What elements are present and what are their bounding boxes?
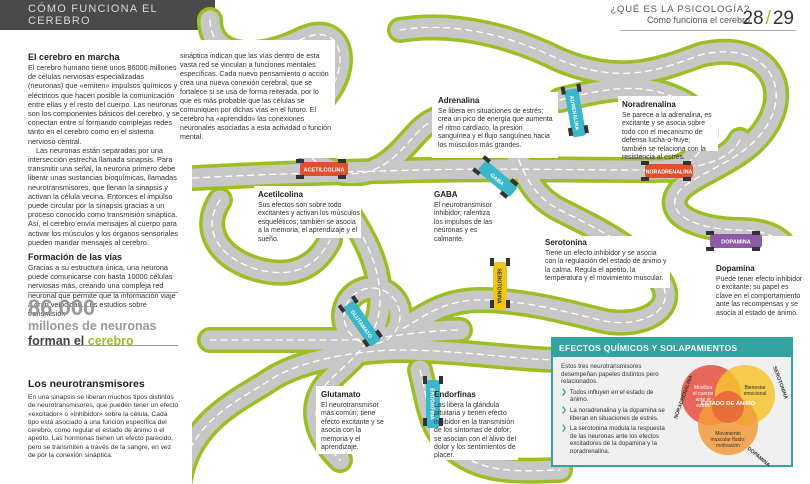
nt-name: Dopamina xyxy=(716,264,755,273)
venn-center-label: ESTADO DE ÁNIMO xyxy=(701,400,756,407)
nt-text: El neurotransmisor más común; tiene efec… xyxy=(321,402,384,452)
nt-noradrenalina: Noradrenalina Se parece a la adrenalina,… xyxy=(622,100,714,162)
paragraph-neurotransmisores: En una sinapsis se liberan muchos tipos … xyxy=(28,394,179,460)
chevron-right-icon: ❯ xyxy=(561,406,567,414)
neurotransmitters-section: Los neurotransmisores En una sinapsis se… xyxy=(28,378,180,460)
car-noradrenalina: NORADRENALINA xyxy=(641,161,693,181)
nt-text: Tiene un efecto inhibidor y se asocia co… xyxy=(545,250,667,283)
big-number-line1: millones de neuronas xyxy=(28,319,157,333)
effects-box: EFECTOS QUÍMICOS Y SOLAPAMIENTOS Estos t… xyxy=(551,337,793,467)
paragraph-sinapsis: Las neuronas están separadas por una int… xyxy=(28,145,179,247)
big-number: 86 000 xyxy=(28,295,96,320)
paragraph-vias: Gracias a su estructura única, una neuro… xyxy=(28,263,176,319)
nt-serotonina: Serotonina Tiene un efecto inhibidor y s… xyxy=(545,238,667,284)
car-acetilcolina: ACETILCOLINA xyxy=(296,159,348,179)
page-separator: / xyxy=(765,8,771,29)
car-label: ACETILCOLINA xyxy=(304,168,345,174)
effects-item: ❯Todos influyen en el estado de ánimo. xyxy=(561,388,654,404)
section-title: CÓMO FUNCIONA EL CEREBRO xyxy=(28,3,158,27)
nt-dopamina: Dopamina Puede tener efecto inhibidor o … xyxy=(716,264,806,318)
nt-name: Noradrenalina xyxy=(622,100,676,109)
divider-bottom xyxy=(28,345,178,346)
page-right: 29 xyxy=(772,8,794,29)
paragraph-sinaptica: sináptica indican que las vías dentro de… xyxy=(180,52,332,141)
nt-name: Acetilcolina xyxy=(258,190,303,199)
car-label: DOPAMINA xyxy=(721,240,751,246)
effects-item: ❯La serotonina modula la respuesta de la… xyxy=(561,425,665,455)
effects-box-list: Estos tres neurotransmisores desempeñan … xyxy=(561,363,665,456)
section-header: CÓMO FUNCIONA EL CEREBRO xyxy=(0,0,215,30)
chapter-title: ¿QUÉ ES LA PSICOLOGÍA? xyxy=(610,4,750,15)
nt-glutamato: Glutamato El neurotransmisor más común; … xyxy=(321,390,385,452)
car-label: ENDORFINA xyxy=(429,388,435,420)
chevron-right-icon: ❯ xyxy=(561,388,567,396)
nt-text: Las libera la glándula pituitaria y tien… xyxy=(434,402,516,460)
nt-text: El neurotransmisor inhibidor; ralentiza … xyxy=(434,202,493,243)
nt-name: Glutamato xyxy=(321,390,361,399)
car-dopamina: DOPAMINA xyxy=(706,231,762,251)
nt-name: Adrenalina xyxy=(438,96,480,105)
nt-text: Se libera en situaciones de estrés; crea… xyxy=(438,108,553,149)
middle-column: sináptica indican que las vías dentro de… xyxy=(180,52,332,142)
nt-name: Endorfinas xyxy=(434,390,476,399)
nt-name: Serotonina xyxy=(545,238,587,247)
nt-name: GABA xyxy=(434,190,458,199)
text-backdrops xyxy=(0,32,810,484)
nt-acetilcolina: Acetilcolina Sus efectos son sobre todo … xyxy=(258,190,360,244)
nt-text: Se parece a la adrenalina, es excitante … xyxy=(622,112,712,162)
nt-text: Puede tener efecto inhibidor o excitante… xyxy=(716,276,803,317)
chevron-right-icon: ❯ xyxy=(561,425,567,433)
effects-box-title: EFECTOS QUÍMICOS Y SOLAPAMIENTOS xyxy=(553,339,791,357)
big-number-line2: forman el cerebro xyxy=(28,334,134,348)
nt-gaba: GABA El neurotransmisor inhibidor; ralen… xyxy=(434,190,494,244)
paragraph-intro: El cerebro humano tiene unos 86000 millo… xyxy=(28,63,180,146)
effects-intro: Estos tres neurotransmisores desempeñan … xyxy=(561,363,659,386)
heading-formacion-vias: Formación de las vías xyxy=(28,252,123,263)
page-left: 28 xyxy=(742,8,764,29)
heading-cerebro-en-marcha: El cerebro en marcha xyxy=(28,52,120,62)
nt-text: Sus efectos son sobre todo excitantes y … xyxy=(258,202,360,243)
car-adrenalina: ADRENALINA xyxy=(560,83,589,138)
car-label: SEROTONINA xyxy=(496,268,502,303)
nt-endorfinas: Endorfinas Las libera la glándula pituit… xyxy=(434,390,518,461)
header-rule xyxy=(620,30,796,31)
car-endorfina: ENDORFINA xyxy=(423,376,443,428)
divider-top xyxy=(28,292,178,293)
car-label: NORADRENALINA xyxy=(646,170,693,176)
venn-label-dopamina: DOPAMINA xyxy=(746,446,771,467)
car-gaba: GABA xyxy=(472,155,519,199)
neuron-count-callout: 86 000 millones de neuronas forman el ce… xyxy=(28,296,208,349)
page-numbers: 28/29 xyxy=(742,8,794,30)
car-serotonina: SEROTONINA xyxy=(490,258,510,310)
nt-adrenalina: Adrenalina Se libera en situaciones de e… xyxy=(438,96,556,150)
heading-neurotransmisores: Los neurotransmisores xyxy=(28,378,145,390)
chapter-subtitle: Cómo funciona el cerebro xyxy=(646,15,750,25)
left-column: El cerebro en marcha El cerebro humano t… xyxy=(28,52,180,318)
header-right: ¿QUÉ ES LA PSICOLOGÍA? Cómo funciona el … xyxy=(610,4,750,25)
effects-item: ❯La noradrenalina y la dopamina se liber… xyxy=(561,406,665,422)
